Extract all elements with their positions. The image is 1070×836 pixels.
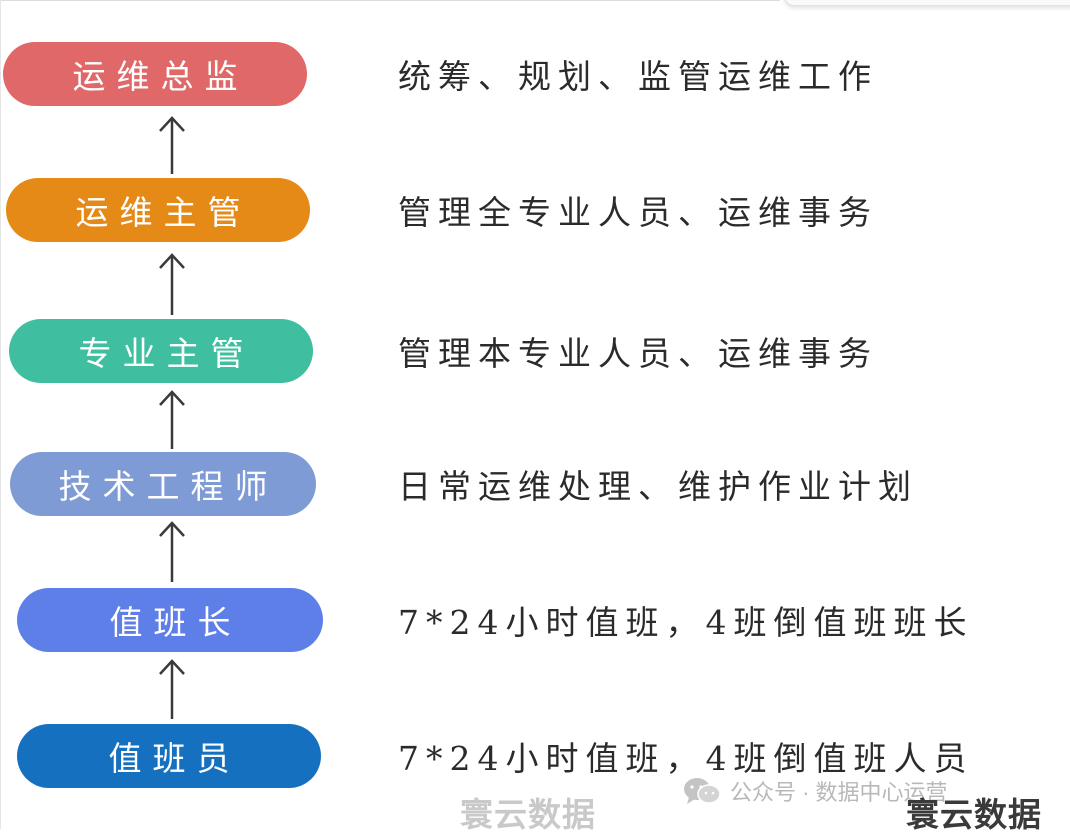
role-desc-engineer: 日常运维处理、维护作业计划 [398, 467, 918, 506]
role-desc-shift-leader: 7*24小时值班，4班倒值班班长 [398, 603, 974, 642]
watermark-account-text: 公众号 · 数据中心运营 [730, 780, 948, 805]
role-pill-supervisor: 运维主管 [6, 178, 310, 242]
arrow-up-icon [159, 659, 185, 719]
watermark: 公众号 · 数据中心运营 [682, 774, 948, 808]
role-desc-operator: 7*24小时值班，4班倒值班人员 [398, 739, 974, 778]
role-pill-shift-leader: 值班长 [17, 588, 323, 652]
role-desc-supervisor: 管理全专业人员、运维事务 [398, 193, 878, 232]
wechat-icon [684, 778, 721, 804]
role-pill-operator: 值班员 [17, 724, 321, 788]
brand-watermark-right: 寰云数据 [906, 795, 1042, 834]
arrow-up-icon [159, 390, 185, 449]
role-pill-director: 运维总监 [3, 42, 307, 106]
arrow-up-icon [159, 116, 185, 174]
role-pill-specialty-manager: 专业主管 [9, 319, 313, 383]
role-pill-engineer: 技术工程师 [10, 452, 316, 516]
frame-top-border [0, 0, 780, 1]
overlay-card-edge [784, 0, 1070, 6]
arrow-up-icon [159, 521, 185, 582]
frame-left-border [0, 0, 1, 829]
brand-watermark-left: 寰云数据 [460, 795, 596, 834]
role-desc-director: 统筹、规划、监管运维工作 [398, 57, 878, 96]
role-desc-specialty-manager: 管理本专业人员、运维事务 [398, 334, 878, 373]
arrow-up-icon [159, 253, 185, 315]
